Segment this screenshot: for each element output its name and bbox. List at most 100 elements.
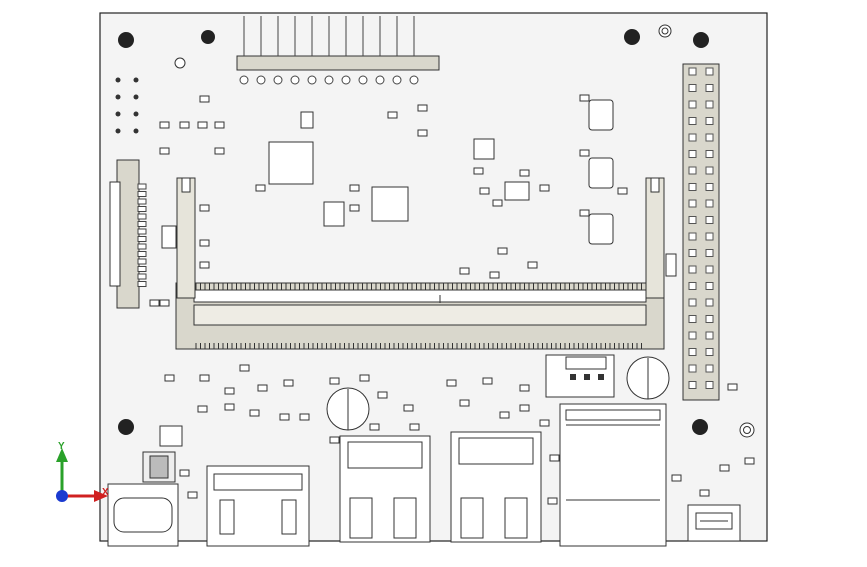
smd-component (519, 384, 530, 392)
jst-connector (545, 354, 615, 398)
usb-port-2 (450, 431, 542, 543)
smd-component (539, 419, 550, 427)
gpio-pin (688, 216, 697, 224)
gpio-pin (705, 315, 714, 323)
gpio-pin (705, 348, 714, 356)
smd-component (159, 147, 170, 155)
header-pin-pad (290, 75, 300, 85)
smd-component (579, 209, 590, 217)
gpio-pin (705, 298, 714, 307)
gpio-pin (688, 232, 697, 241)
gpio-pin (705, 249, 714, 257)
smd-component (539, 184, 550, 192)
smd-component (377, 391, 388, 399)
smd-component (214, 147, 225, 155)
smd-component (482, 377, 493, 385)
gpio-pin (688, 199, 697, 208)
smd-component (224, 387, 235, 395)
gpio-pin (705, 117, 714, 125)
gpio-pin (705, 282, 714, 290)
smd-component (489, 271, 500, 279)
smd-component (359, 374, 370, 382)
smd-component (459, 399, 470, 407)
gpio-pin (705, 265, 714, 274)
smd-component (727, 383, 738, 391)
gpio-pin (705, 381, 714, 389)
gpio-pin (705, 100, 714, 109)
smd-component (164, 374, 175, 382)
fpc-contact (137, 258, 147, 265)
gpio-header-right (682, 63, 720, 401)
fpc-contact (137, 228, 147, 235)
gpio-pin (688, 348, 697, 356)
smd-component (671, 474, 682, 482)
fpc-contact (137, 183, 147, 190)
gpio-pin (705, 150, 714, 158)
smd-component (547, 497, 558, 505)
gpio-pin (705, 67, 714, 76)
pin-header-top (236, 16, 440, 85)
smd-component (179, 121, 190, 129)
smd-component (527, 261, 538, 269)
gpio-pin (688, 249, 697, 257)
gpio-pin (688, 166, 697, 175)
smd-component (549, 454, 560, 462)
gpio-pin (688, 331, 697, 340)
smd-component (197, 405, 208, 413)
smd-component (417, 129, 428, 137)
coordinate-triad (56, 448, 108, 502)
fpc-contact (137, 236, 147, 242)
gpio-pin (688, 67, 697, 76)
header-pin-pad (341, 75, 351, 85)
gpio-pin (688, 298, 697, 307)
gpio-pin (688, 282, 697, 290)
usbc-connector (107, 483, 179, 547)
gpio-pin (705, 199, 714, 208)
fpc-contact (137, 206, 147, 212)
fpc-contact (137, 198, 147, 205)
triad-x-label: X (102, 487, 109, 498)
header-pin-pad (375, 75, 385, 85)
smd-component (699, 489, 710, 497)
fpc-contact (137, 221, 147, 227)
smd-component (179, 469, 190, 477)
triad-y-label: Y (58, 441, 65, 452)
smd-component (255, 184, 266, 192)
smd-component (459, 267, 470, 275)
smd-component (199, 261, 210, 269)
fpc-contact (137, 273, 147, 280)
smd-component (239, 364, 250, 372)
gpio-pin (688, 150, 697, 158)
gpio-pin (705, 216, 714, 224)
ic-chips (142, 99, 614, 483)
gpio-pin (705, 183, 714, 191)
smd-component (329, 377, 340, 385)
header-pin-pad (239, 75, 249, 85)
gpio-pin (688, 364, 697, 373)
vias-left (115, 77, 139, 134)
gpio-pin (705, 331, 714, 340)
fpc-contact (137, 266, 147, 272)
smd-component (403, 404, 414, 412)
header-pin-pad (273, 75, 283, 85)
fpc-contact (137, 213, 147, 220)
gpio-pin (705, 84, 714, 92)
smd-component (473, 167, 484, 175)
smd-component (159, 121, 170, 129)
smd-component (387, 111, 398, 119)
smd-component (349, 204, 360, 212)
header-pin-pad (358, 75, 368, 85)
fpc-contact (137, 281, 147, 287)
smd-component (719, 464, 730, 472)
gpio-pin (688, 315, 697, 323)
fpc-contact (137, 251, 147, 257)
smd-component (214, 121, 225, 129)
smd-component (279, 413, 290, 421)
fpc-contact (137, 191, 147, 197)
gpio-pin (688, 84, 697, 92)
smd-component (446, 379, 457, 387)
header-pin-pad (409, 75, 419, 85)
smd-component (199, 374, 210, 382)
header-pin-pad (324, 75, 334, 85)
